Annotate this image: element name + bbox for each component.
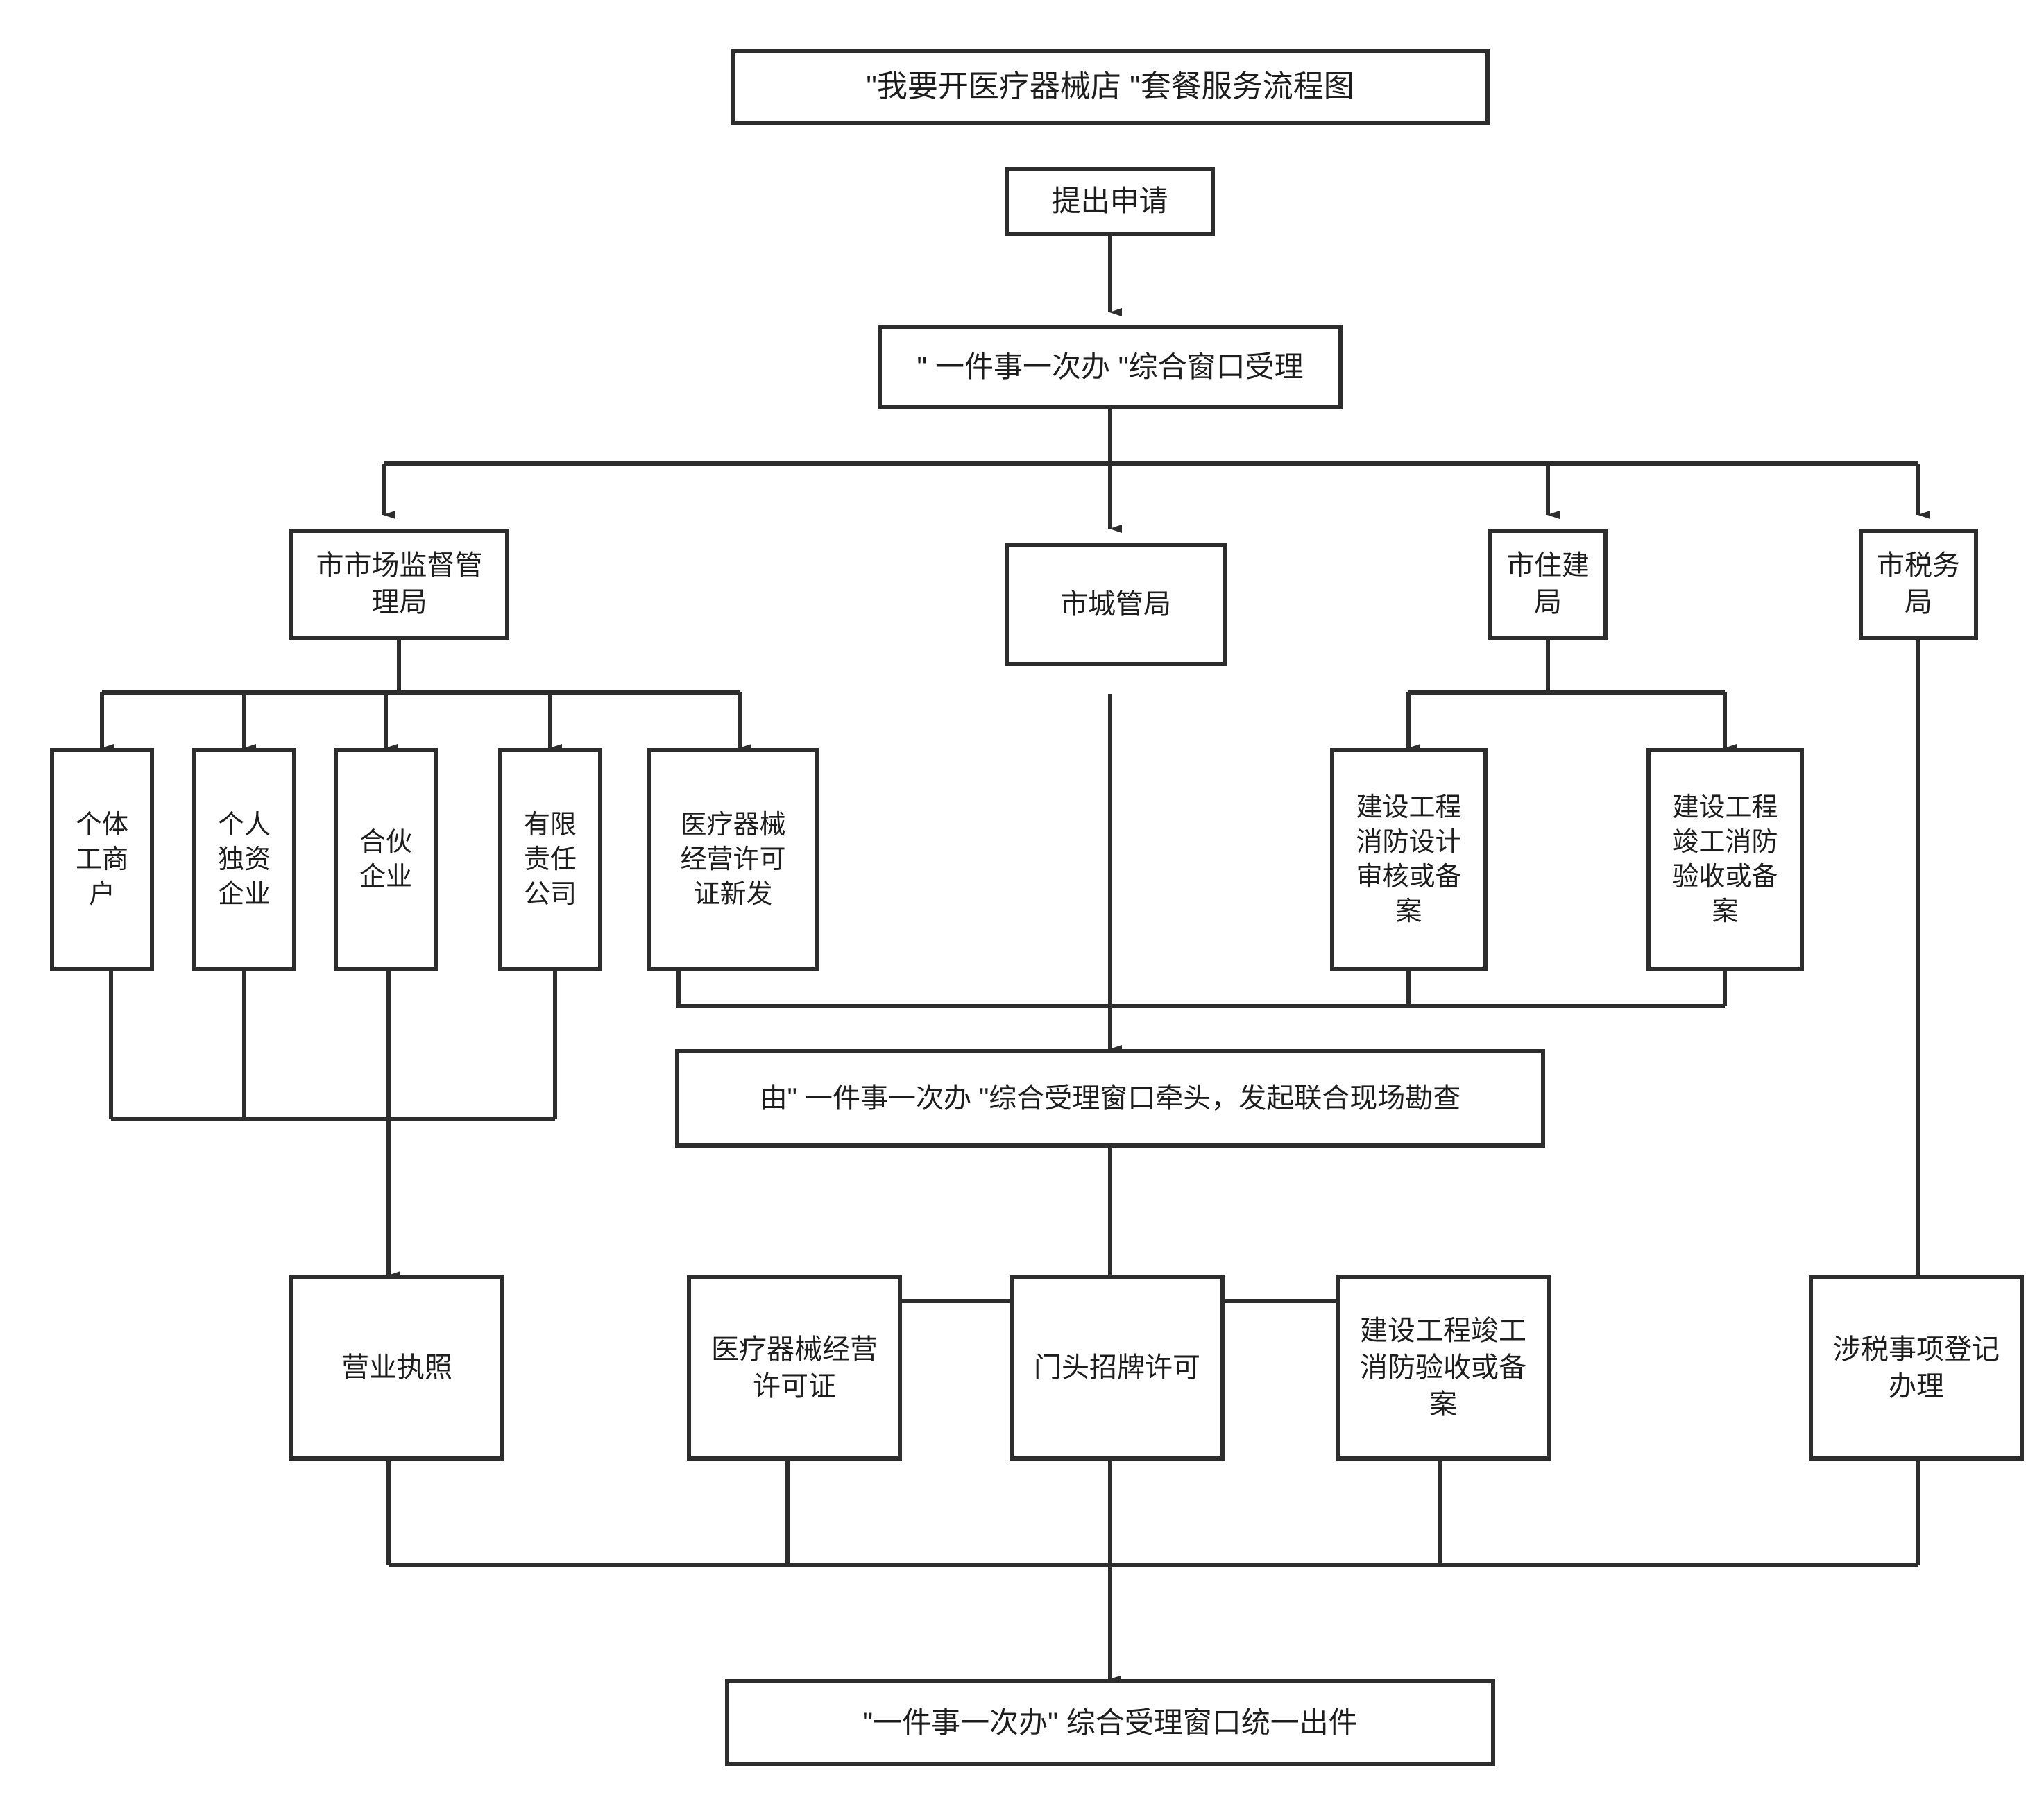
node-dept-housing-construction-label: 市住建局 (1506, 550, 1590, 618)
node-biz-sole-proprietorship-label: 个人 独资 企业 (217, 810, 271, 910)
node-biz-partnership-label: 合伙 企业 (359, 827, 412, 892)
node-biz-individual-household-label: 个体 工商 户 (75, 810, 128, 910)
node-result-business-license-label: 营业执照 (341, 1352, 452, 1384)
node-dept-market-supervision[interactable]: 市市场监督管 理局 (289, 529, 509, 640)
node-fire-design-review[interactable]: 建设工程 消防设计 审核或备 案 (1330, 748, 1488, 971)
node-result-tax-registration[interactable]: 涉税事项登记 办理 (1809, 1275, 2024, 1461)
node-result-medical-device-license[interactable]: 医疗器械经营 许可证 (687, 1275, 902, 1461)
node-dept-chengguan-label: 市城管局 (1060, 588, 1171, 620)
node-fire-design-review-label: 建设工程 消防设计 审核或备 案 (1356, 792, 1462, 927)
node-apply-label: 提出申请 (1051, 185, 1168, 218)
node-result-tax-registration-label: 涉税事项登记 办理 (1833, 1334, 2000, 1402)
node-biz-individual-household[interactable]: 个体 工商 户 (50, 748, 154, 971)
node-result-business-license[interactable]: 营业执照 (289, 1275, 504, 1461)
node-dept-housing-construction[interactable]: 市住建局 (1488, 529, 1608, 640)
node-biz-limited-liability[interactable]: 有限 责任 公司 (498, 748, 602, 971)
node-medical-device-license-new-label: 医疗器械 经营许可 证新发 (680, 810, 786, 910)
node-fire-completion-acceptance[interactable]: 建设工程 竣工消防 验收或备 案 (1646, 748, 1804, 971)
node-fire-completion-acceptance-label: 建设工程 竣工消防 验收或备 案 (1672, 792, 1778, 927)
title-box: "我要开医疗器械店 "套餐服务流程图 (731, 49, 1490, 125)
node-final-unified-output-label: "一件事一次办" 综合受理窗口统一出件 (862, 1706, 1358, 1739)
node-joint-site-survey[interactable]: 由" 一件事一次办 "综合受理窗口牵头，发起联合现场勘查 (675, 1049, 1545, 1148)
node-dept-market-supervision-label: 市市场监督管 理局 (316, 550, 483, 618)
node-result-medical-device-license-label: 医疗器械经营 许可证 (711, 1334, 878, 1402)
node-result-fire-acceptance-label: 建设工程竣工 消防验收或备 案 (1360, 1316, 1526, 1420)
title-text: "我要开医疗器械店 "套餐服务流程图 (866, 69, 1354, 103)
node-biz-partnership[interactable]: 合伙 企业 (334, 748, 438, 971)
node-window-accept[interactable]: " 一件事一次办 "综合窗口受理 (878, 325, 1343, 409)
node-joint-site-survey-label: 由" 一件事一次办 "综合受理窗口牵头，发起联合现场勘查 (759, 1082, 1461, 1114)
node-window-accept-label: " 一件事一次办 "综合窗口受理 (917, 350, 1304, 384)
node-biz-sole-proprietorship[interactable]: 个人 独资 企业 (192, 748, 296, 971)
node-result-storefront-sign-permit[interactable]: 门头招牌许可 (1010, 1275, 1225, 1461)
node-result-storefront-sign-permit-label: 门头招牌许可 (1034, 1352, 1200, 1384)
node-dept-tax-label: 市税务局 (1877, 550, 1960, 618)
node-apply[interactable]: 提出申请 (1005, 167, 1215, 236)
node-dept-tax[interactable]: 市税务局 (1859, 529, 1978, 640)
node-result-fire-acceptance[interactable]: 建设工程竣工 消防验收或备 案 (1336, 1275, 1551, 1461)
node-dept-chengguan[interactable]: 市城管局 (1005, 543, 1227, 666)
node-final-unified-output[interactable]: "一件事一次办" 综合受理窗口统一出件 (725, 1679, 1495, 1766)
node-biz-limited-liability-label: 有限 责任 公司 (523, 810, 577, 910)
node-medical-device-license-new[interactable]: 医疗器械 经营许可 证新发 (647, 748, 819, 971)
